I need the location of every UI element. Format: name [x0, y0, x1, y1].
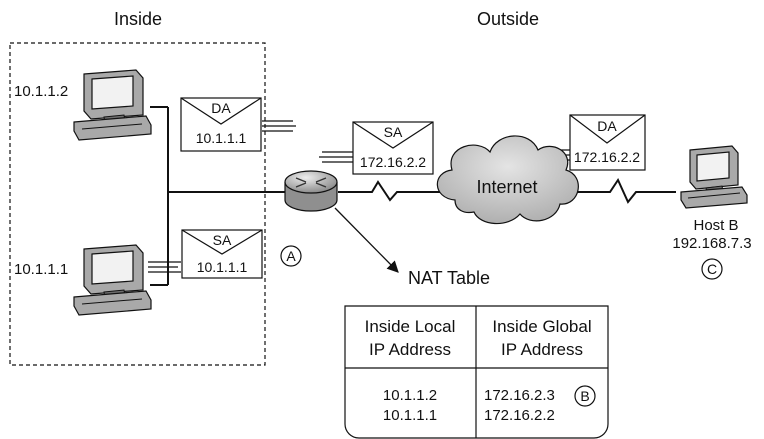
nat-table: Inside Local IP Address Inside Global IP…: [344, 305, 609, 439]
packet-outside-right-address: 172.16.2.2: [574, 149, 640, 165]
packet-outside-left-field: SA: [384, 124, 403, 140]
marker-a: A: [286, 248, 296, 264]
packet-inside-top: DA 10.1.1.1: [180, 97, 262, 152]
pc-top: [73, 69, 152, 141]
inside-network-boundary: [9, 42, 266, 366]
nat-header-local-line1: Inside Local: [365, 317, 456, 336]
pc-top-ip: 10.1.1.2: [14, 83, 68, 100]
nat-row1-global: 172.16.2.3: [484, 387, 555, 404]
router: [284, 170, 338, 212]
packet-inside-bottom-field: SA: [213, 232, 232, 248]
packet-outside-left-address: 172.16.2.2: [360, 154, 426, 170]
nat-table-arrow: [334, 207, 399, 273]
marker-c-circle: [701, 258, 723, 280]
nat-header-local-line2: IP Address: [369, 340, 451, 359]
packet-inside-top-field: DA: [211, 100, 231, 116]
marker-c: C: [707, 261, 717, 277]
pc-bottom: [73, 244, 152, 316]
network-cables: [150, 106, 676, 286]
packet-inside-top-address: 10.1.1.1: [196, 130, 247, 146]
host-b-name: Host B: [693, 217, 738, 234]
nat-table-title: NAT Table: [408, 268, 490, 288]
packet-outside-left: SA 172.16.2.2: [352, 121, 434, 175]
marker-b: B: [580, 388, 589, 404]
inside-zone-label: Inside: [114, 9, 162, 29]
nat-header-global-line2: IP Address: [501, 340, 583, 359]
host-b: [680, 145, 748, 209]
internet-label: Internet: [476, 177, 537, 197]
nat-row2-global: 172.16.2.2: [484, 407, 555, 424]
marker-a-circle: [280, 245, 302, 267]
packet-outside-right: DA 172.16.2.2: [569, 114, 646, 171]
nat-row1-local: 10.1.1.2: [383, 387, 437, 404]
packet-outside-right-field: DA: [597, 118, 617, 134]
marker-b-circle: [574, 385, 596, 407]
nat-header-global-line1: Inside Global: [492, 317, 591, 336]
packet-inside-bottom-address: 10.1.1.1: [197, 259, 248, 275]
internet-cloud: Internet: [436, 135, 579, 225]
outside-zone-label: Outside: [477, 9, 539, 29]
host-b-ip: 192.168.7.3: [672, 235, 751, 252]
packet-inside-bottom: SA 10.1.1.1: [181, 229, 263, 279]
pc-bottom-ip: 10.1.1.1: [14, 261, 68, 278]
nat-row2-local: 10.1.1.1: [383, 407, 437, 424]
